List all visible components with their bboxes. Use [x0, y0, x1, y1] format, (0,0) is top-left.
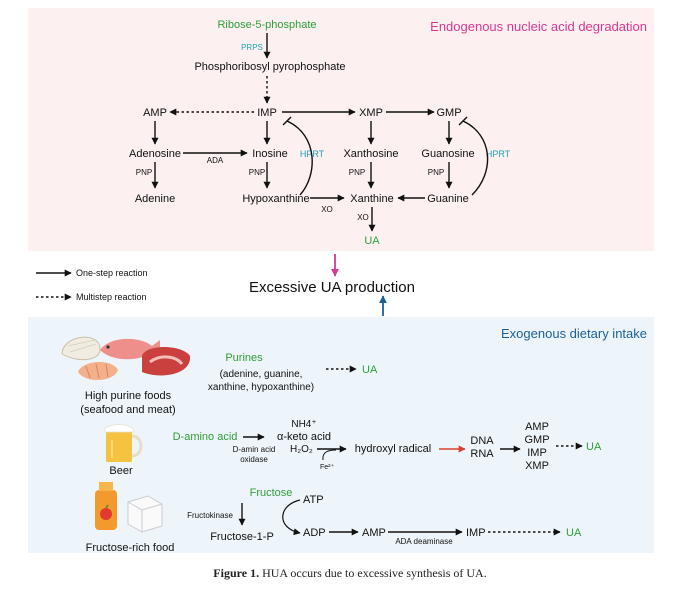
ua-from-fructose: UA: [566, 527, 582, 539]
fructose-1-p: Fructose-1-P: [210, 531, 274, 543]
caption-label: Figure 1.: [213, 566, 260, 580]
amp: AMP: [143, 107, 167, 119]
d-amin-acid-oxidase-line2: oxidase: [240, 455, 268, 464]
ada-deaminase-label: ADA deaminase: [395, 537, 453, 546]
fructokinase-label: Fructokinase: [187, 511, 233, 520]
inosine: Inosine: [252, 148, 287, 160]
pnp-enzyme-2: PNP: [249, 168, 265, 177]
beer-mug-icon: [103, 424, 143, 462]
fe2-label: Fe²⁺: [320, 463, 335, 471]
high-purine-foods-line1: High purine foods: [85, 390, 172, 402]
nh4-label: NH4⁺: [291, 419, 316, 430]
hua-diagram: Endogenous nucleic acid degradation Ribo…: [28, 8, 654, 554]
juice-sugar-icon: [95, 482, 163, 533]
caption-text: HUA occurs due to excessive synthesis of…: [262, 566, 487, 580]
adenine: Adenine: [135, 193, 175, 205]
xo-enzyme-2: XO: [357, 213, 369, 222]
h2o2-label: H₂O₂: [290, 444, 313, 455]
xanthine: Xanthine: [350, 193, 393, 205]
xmp: XMP: [359, 107, 383, 119]
ua-from-nucleotides: UA: [586, 441, 602, 453]
adp-label: ADP: [303, 527, 326, 539]
purines-line3: xanthine, hypoxanthine): [208, 382, 314, 393]
fructose-label: Fructose: [250, 487, 293, 499]
purines-line2: (adenine, guanine,: [220, 369, 303, 380]
guanosine: Guanosine: [421, 148, 474, 160]
ribose-5-phosphate: Ribose-5-phosphate: [217, 19, 316, 31]
nucleotide-gmp: GMP: [524, 434, 549, 446]
imp-label: IMP: [466, 527, 486, 539]
imp: IMP: [257, 107, 277, 119]
seafood-meat-icon: [61, 336, 191, 381]
d-amin-acid-oxidase-line1: D-amin acid: [233, 445, 276, 454]
ada-enzyme: ADA: [207, 156, 224, 165]
fructose-rich-food: Fructose-rich food: [86, 542, 175, 554]
xanthosine: Xanthosine: [343, 148, 398, 160]
rna-label: RNA: [470, 448, 494, 460]
ua-from-purines: UA: [362, 364, 378, 376]
gmp: GMP: [436, 107, 461, 119]
nucleotide-amp: AMP: [525, 421, 549, 433]
endogenous-panel: [28, 8, 654, 251]
amp-label: AMP: [362, 527, 386, 539]
hydroxyl-radical: hydroxyl radical: [355, 443, 431, 455]
atp-label: ATP: [303, 494, 324, 506]
pnp-enzyme-1: PNP: [136, 168, 152, 177]
nucleotide-imp: IMP: [527, 447, 547, 459]
xo-enzyme-1: XO: [321, 205, 333, 214]
nucleotide-xmp: XMP: [525, 460, 549, 472]
legend-one-step: One-step reaction: [76, 268, 148, 278]
endogenous-title: Endogenous nucleic acid degradation: [430, 19, 647, 34]
dna-label: DNA: [470, 435, 494, 447]
excessive-ua-production: Excessive UA production: [249, 279, 415, 296]
pnp-enzyme-3: PNP: [349, 168, 365, 177]
alpha-keto-acid: α-keto acid: [277, 431, 331, 443]
figure-caption: Figure 1. HUA occurs due to excessive sy…: [0, 566, 700, 581]
nucleotide-list: AMP GMP IMP XMP: [524, 421, 549, 472]
d-amino-acid: D-amino acid: [173, 431, 238, 443]
guanine: Guanine: [427, 193, 469, 205]
purines-label: Purines: [225, 352, 263, 364]
hypoxanthine: Hypoxanthine: [242, 193, 309, 205]
prps-enzyme: PRPS: [241, 43, 263, 52]
uric-acid: UA: [364, 235, 380, 247]
hprt-enzyme-2: HPRT: [486, 149, 511, 159]
legend-multistep: Multistep reaction: [76, 292, 147, 302]
prpp: Phosphoribosyl pyrophosphate: [194, 61, 345, 73]
high-purine-foods-line2: (seafood and meat): [80, 404, 175, 416]
beer-label: Beer: [109, 465, 133, 477]
adenosine: Adenosine: [129, 148, 181, 160]
exogenous-title: Exogenous dietary intake: [501, 326, 647, 341]
pnp-enzyme-4: PNP: [428, 168, 444, 177]
